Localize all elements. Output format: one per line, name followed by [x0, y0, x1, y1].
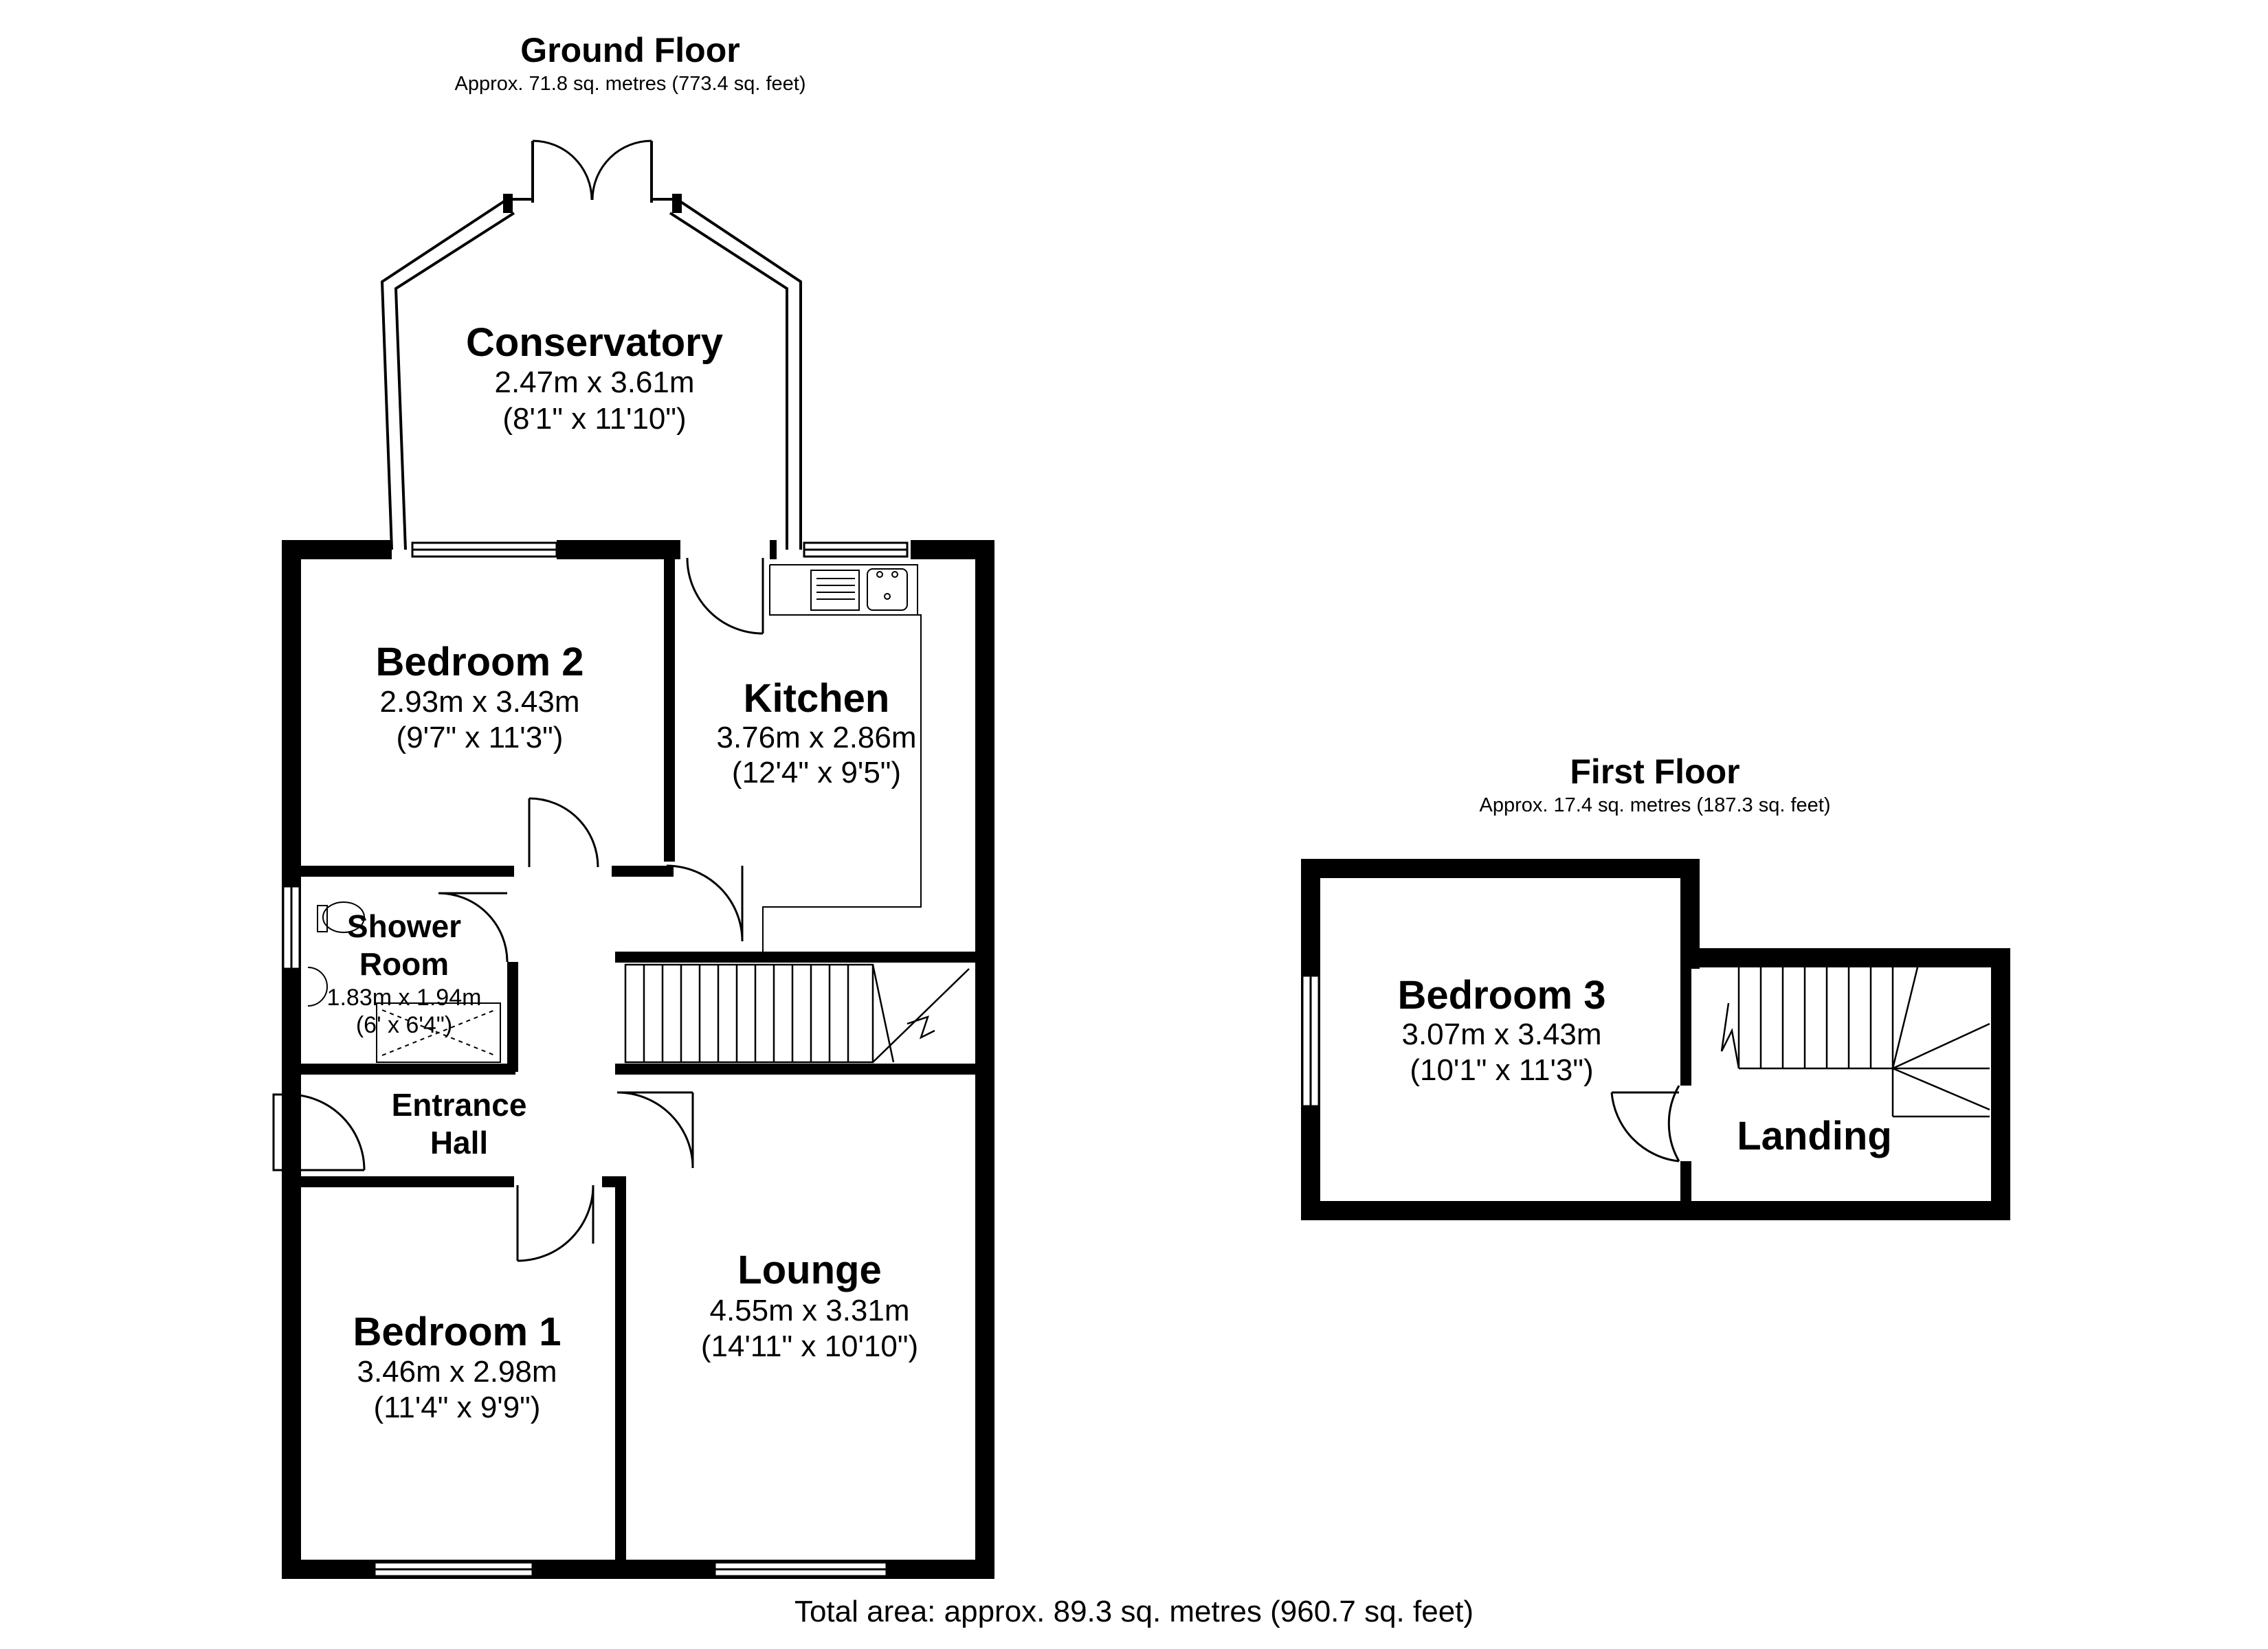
bedroom-1-imperial: (11'4" x 9'9") [373, 1391, 541, 1424]
shower-room-name-line1: Shower [346, 908, 462, 944]
first-floor-stairs [1720, 967, 1990, 1118]
kitchen-imperial: (12'4" x 9'5") [731, 756, 902, 789]
kitchen-name: Kitchen [743, 676, 890, 721]
bedroom-2-imperial: (9'7" x 11'3") [396, 721, 564, 754]
landing-name: Landing [1737, 1114, 1892, 1158]
bedroom-1-metric: 3.46m x 2.98m [357, 1355, 557, 1389]
shower-room-name-line2: Room [359, 946, 449, 982]
entrance-hall-name-line1: Entrance [391, 1087, 527, 1123]
shower-room-metric: 1.83m x 1.94m [326, 985, 482, 1011]
kitchen-metric: 3.76m x 2.86m [716, 721, 917, 754]
first-floor-title: First Floor [1570, 752, 1740, 791]
conservatory-metric: 2.47m x 3.61m [494, 366, 695, 399]
ground-floor-windows [282, 541, 909, 1578]
conservatory-name: Conservatory [466, 320, 723, 365]
conservatory-frame [380, 139, 802, 550]
bedroom-3-imperial: (10'1" x 11'3") [1410, 1053, 1594, 1087]
ground-floor-area: Approx. 71.8 sq. metres (773.4 sq. feet) [454, 73, 806, 95]
entrance-hall-name-line2: Hall [430, 1125, 489, 1160]
lounge-imperial: (14'11" x 10'10") [700, 1330, 919, 1363]
first-floor-window [1301, 974, 1320, 1108]
shower-fittings [307, 901, 501, 1063]
first-floor-area: Approx. 17.4 sq. metres (187.3 sq. feet) [1479, 794, 1831, 816]
bedroom-2-metric: 2.93m x 3.43m [379, 685, 580, 719]
total-area: Total area: approx. 89.3 sq. metres (960… [794, 1595, 1474, 1628]
ground-floor-doors [272, 557, 764, 1262]
first-floor-door [1610, 1085, 1680, 1163]
lounge-metric: 4.55m x 3.31m [709, 1294, 910, 1327]
bedroom-1-name: Bedroom 1 [353, 1310, 562, 1354]
ground-floor-title: Ground Floor [520, 31, 740, 69]
lounge-name: Lounge [737, 1248, 882, 1292]
bedroom-3-name: Bedroom 3 [1397, 973, 1606, 1018]
bedroom-3-metric: 3.07m x 3.43m [1401, 1018, 1602, 1051]
kitchen-fittings [762, 564, 922, 955]
ground-floor-stairs [624, 963, 970, 1064]
shower-room-imperial: (6' x 6'4") [355, 1012, 453, 1038]
first-floor-walls [1301, 859, 2010, 1220]
bedroom-2-name: Bedroom 2 [375, 640, 584, 684]
conservatory-imperial: (8'1" x 11'10") [502, 402, 687, 436]
